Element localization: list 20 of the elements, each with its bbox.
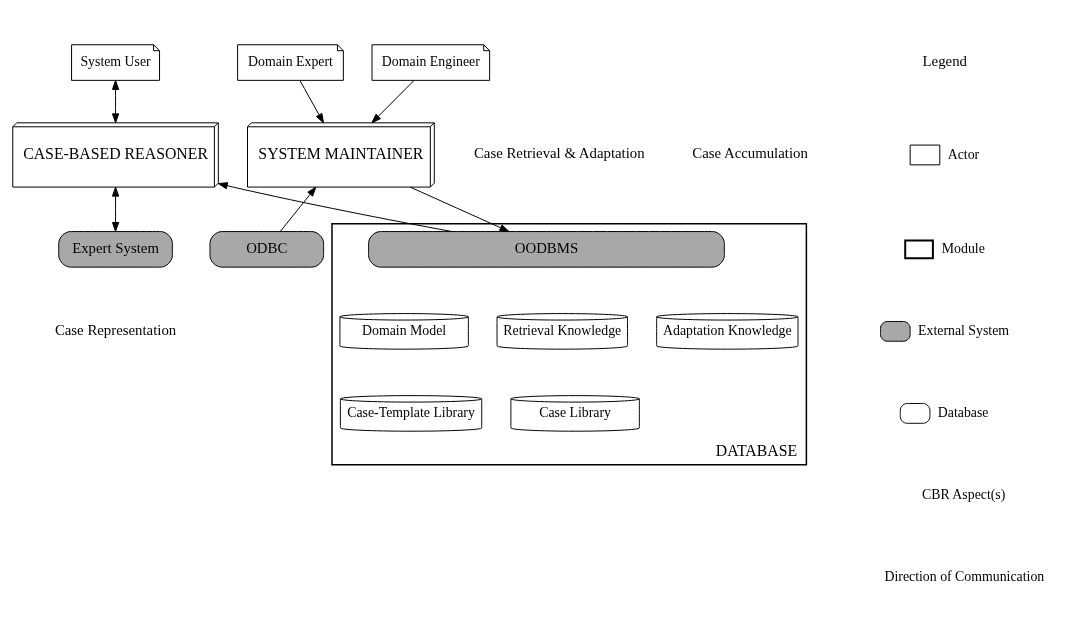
label: Legend (922, 52, 967, 69)
node-box: Expert System (58, 230, 173, 268)
label: Case Retrieval & Adaptation (473, 144, 645, 161)
node-box: OODBMS (368, 230, 725, 268)
arrow (299, 79, 324, 123)
arrow (279, 186, 317, 232)
arrow (217, 181, 453, 232)
legend-label: Actor (947, 146, 980, 162)
legend-label: Module (941, 240, 985, 256)
legend-label: External System (918, 322, 1010, 338)
node-box: ODBC (209, 230, 325, 268)
legend-label: Database (937, 404, 989, 420)
arrow (111, 79, 120, 123)
arrow (111, 186, 120, 232)
label: Case Accumulation (692, 144, 808, 161)
legend-label: CBR Aspect(s) (922, 486, 1006, 502)
arrow (409, 186, 510, 232)
legend-label: Direction of Communication (884, 568, 1045, 584)
arrow (371, 79, 415, 123)
label: Case Representation (54, 321, 177, 338)
